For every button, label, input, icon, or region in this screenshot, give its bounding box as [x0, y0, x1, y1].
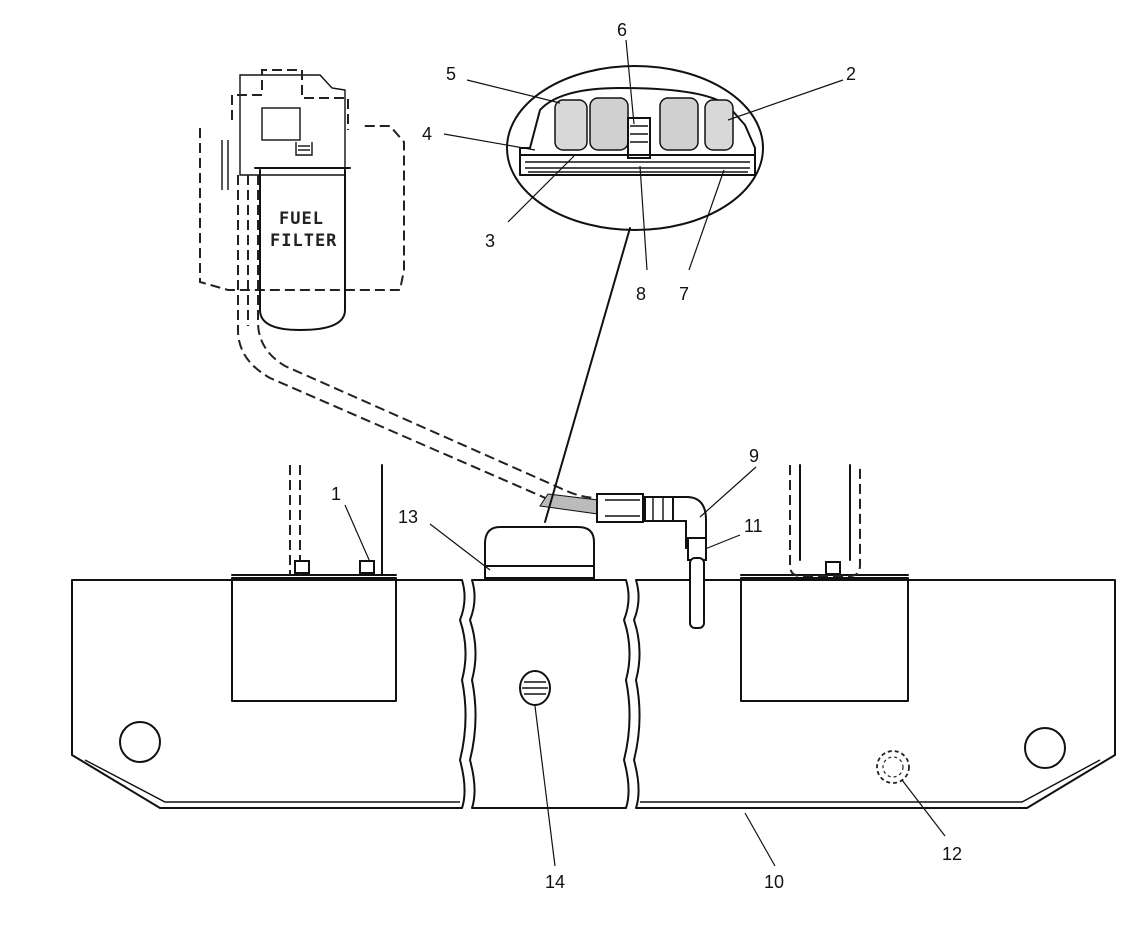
callout-4: 4	[422, 124, 432, 144]
fuel-fitting	[596, 493, 707, 629]
lift-hole-left-icon	[119, 721, 161, 763]
drain-plug-icon	[876, 750, 910, 784]
fuel-tank	[71, 464, 1116, 809]
callout-11: 11	[744, 516, 763, 536]
callout-14: 14	[545, 872, 565, 892]
callout-6: 6	[617, 20, 627, 40]
callout-2: 2	[846, 64, 856, 84]
callout-7: 7	[679, 284, 689, 304]
fuel-filter-assembly: FUEL FILTER	[199, 69, 405, 331]
filler-cap	[484, 526, 595, 579]
callout-3: 3	[485, 231, 495, 251]
callout-1: 1	[331, 484, 341, 504]
callout-13: 13	[398, 507, 418, 527]
cap-section-detail	[506, 65, 764, 523]
callout-8: 8	[636, 284, 646, 304]
gauge-plug-icon	[519, 670, 551, 706]
lift-hole-right-icon	[1024, 727, 1066, 769]
callout-5: 5	[446, 64, 456, 84]
callout-9: 9	[749, 446, 759, 466]
callout-labels: 1 2 3 4 5 6 7 8 9 10 11 12 13 14	[331, 20, 962, 892]
callout-10: 10	[764, 872, 784, 892]
fuel-filter-label-line1: FUEL	[279, 209, 324, 229]
fuel-line	[237, 175, 599, 515]
fuel-filter-label-line2: FILTER	[270, 231, 337, 251]
callout-leaders	[344, 39, 946, 867]
callout-12: 12	[942, 844, 962, 864]
